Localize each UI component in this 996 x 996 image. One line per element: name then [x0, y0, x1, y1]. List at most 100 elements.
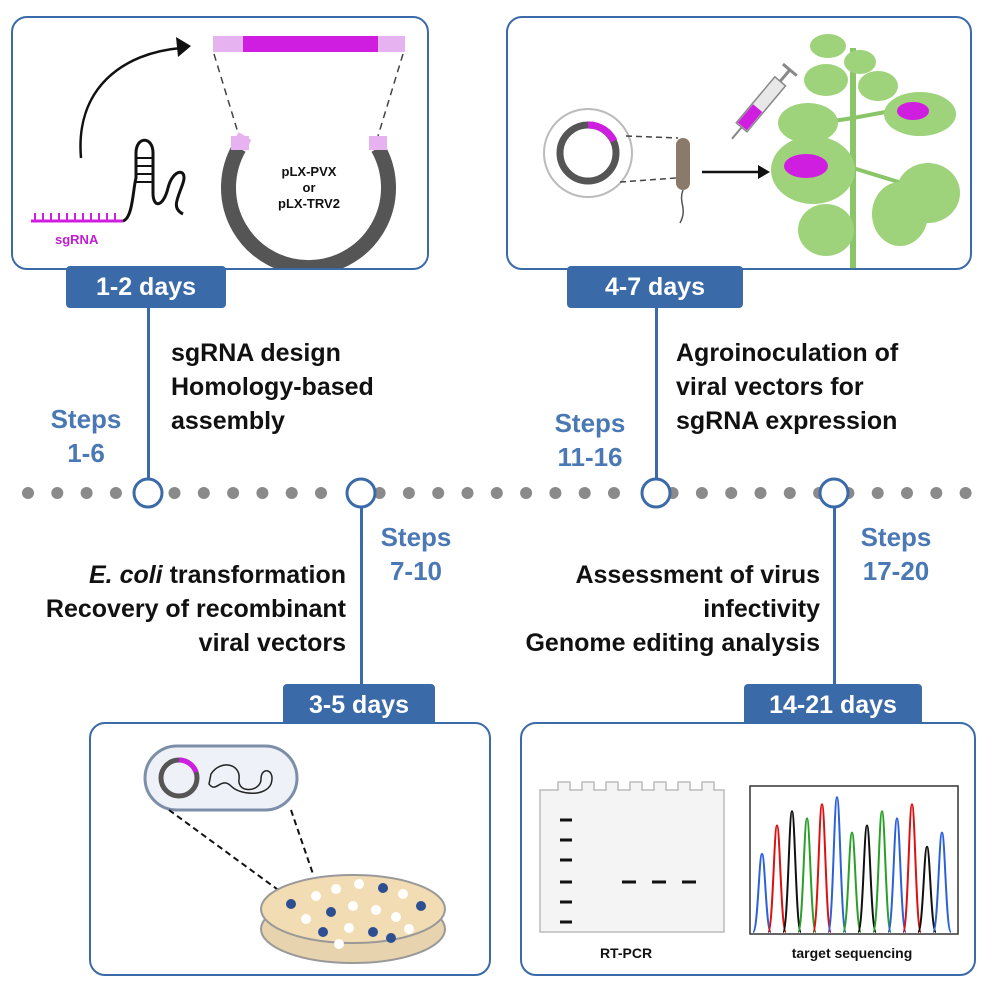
- timeline-dot: [608, 487, 620, 499]
- stage-2-line-1-rest: transformation: [162, 561, 346, 589]
- stage-2-line-2: Recovery of recombinant: [45, 595, 346, 623]
- chromatogram-peak: [752, 852, 772, 933]
- timeline-dot: [402, 487, 415, 499]
- stage-2-steps-label: Steps: [380, 522, 452, 552]
- petri-dish-icon: [260, 874, 446, 964]
- timeline-dots: [22, 487, 972, 499]
- timeline-dot: [490, 487, 503, 499]
- stage-2-description: E. coli transformation Recovery of recom…: [46, 558, 346, 660]
- timeline-dot: [227, 487, 240, 499]
- agroinoculation-illustration: [543, 34, 960, 268]
- curved-arrow-icon: [79, 46, 182, 159]
- chromatogram-peak: [767, 824, 787, 933]
- panel-analysis: RT-PCR target sequencing: [520, 722, 976, 976]
- stage-3-description: Agroinoculation of viral vectors for sgR…: [676, 336, 898, 438]
- stage-1-description: sgRNA design Homology-based assembly: [171, 336, 374, 438]
- chromatogram-peak: [902, 803, 922, 933]
- timeline-dot: [930, 487, 943, 499]
- days-tab-4: 14-21 days: [744, 684, 922, 726]
- stage-4-steps-range: 17-20: [862, 556, 930, 586]
- timeline-dot: [285, 487, 298, 499]
- timeline-marker-3: [640, 477, 672, 509]
- timeline-dot: [432, 487, 445, 499]
- stage-1-steps: Steps 1-6: [36, 402, 136, 470]
- syringe-icon: [731, 62, 798, 140]
- vector-label-3: pLX-TRV2: [278, 196, 340, 211]
- connector-2: [360, 507, 363, 685]
- stage-2-steps: Steps 7-10: [366, 520, 466, 588]
- timeline-dot: [959, 487, 972, 499]
- vector-label-2: or: [303, 180, 316, 195]
- timeline-dot: [783, 487, 796, 499]
- plasmid-vector-icon: [221, 144, 396, 268]
- timeline-dot: [578, 487, 591, 499]
- timeline-dot: [315, 487, 327, 499]
- connector-4: [833, 507, 836, 685]
- timeline-dot: [901, 487, 913, 499]
- timeline-dot: [197, 487, 210, 499]
- stage-4-steps-label: Steps: [860, 522, 932, 552]
- panel-ecoli: [89, 722, 491, 976]
- stage-3-steps-label: Steps: [554, 408, 626, 438]
- stage-4-line-1: Assessment of virus: [575, 561, 820, 589]
- timeline-dot: [22, 487, 34, 499]
- timeline-dot: [256, 487, 269, 499]
- gel-ladder: [560, 818, 572, 924]
- sgrna-label: sgRNA: [55, 232, 99, 247]
- chromatogram-peaks: [752, 796, 952, 933]
- timeline-marker-1: [132, 477, 164, 509]
- timeline-dot: [80, 487, 93, 499]
- chromatogram-peak: [782, 810, 802, 933]
- stage-1-line-2: Homology-based: [171, 373, 374, 401]
- analysis-illustration: RT-PCR target sequencing: [539, 781, 959, 961]
- stage-1-line-1: sgRNA design: [171, 339, 341, 367]
- timeline-dot: [695, 487, 708, 499]
- chromatogram-peak: [887, 817, 907, 933]
- stage-2-line-1: E. coli transformation: [46, 558, 346, 592]
- stage-3-steps-range: 11-16: [557, 442, 623, 472]
- gel-icon: [539, 781, 725, 933]
- timeline-dot: [754, 487, 767, 499]
- vector-label-1: pLX-PVX: [282, 164, 337, 179]
- gel-label: RT-PCR: [600, 945, 652, 961]
- chromatogram-peak: [827, 796, 847, 933]
- timeline-dot: [520, 487, 533, 499]
- stage-2-steps-range: 7-10: [389, 556, 443, 586]
- chromatogram-peak: [857, 824, 877, 933]
- days-tab-1: 1-2 days: [66, 266, 226, 308]
- sgrna-teeth: [34, 213, 116, 221]
- ecoli-illustration: [143, 744, 446, 964]
- days-tab-2: 3-5 days: [283, 684, 435, 726]
- chromatogram-peak: [797, 817, 817, 933]
- timeline-marker-2: [345, 477, 377, 509]
- stage-1-steps-label: Steps: [50, 404, 122, 434]
- stage-4-description: Assessment of virus infectivity Genome e…: [525, 558, 820, 660]
- bacterium-cell-icon: [143, 744, 299, 812]
- agrobacterium-icon: [676, 138, 690, 190]
- panel-sgrna-design: pLX-PVX or pLX-TRV2 sgRNA: [11, 16, 429, 270]
- plant-icon: [771, 34, 960, 268]
- sgrna-scaffold-icon: [122, 138, 186, 223]
- timeline-dot: [725, 487, 738, 499]
- stage-4-line-3: Genome editing analysis: [525, 629, 820, 657]
- stage-3-line-2: viral vectors for: [676, 373, 864, 401]
- chromatogram-peak: [812, 803, 832, 933]
- stage-3-line-1: Agroinoculation of: [676, 339, 899, 367]
- chromatogram-peak: [917, 845, 937, 933]
- chromatogram-peak: [872, 810, 892, 933]
- stage-3-line-3: sgRNA expression: [676, 407, 898, 435]
- chromatogram-peak: [842, 831, 862, 933]
- stage-2-line-3: viral vectors: [198, 629, 346, 657]
- sgrna-assembly-illustration: pLX-PVX or pLX-TRV2 sgRNA: [31, 36, 405, 268]
- timeline-dot: [109, 487, 122, 499]
- arrow-icon: [758, 165, 770, 179]
- timeline-dot: [51, 487, 64, 499]
- timeline-marker-4: [818, 477, 850, 509]
- infiltrated-spot: [784, 154, 828, 178]
- stage-1-steps-range: 1-6: [67, 438, 105, 468]
- bacterial-chromosome: [208, 764, 273, 794]
- infiltrated-spot: [897, 102, 929, 120]
- timeline-dot: [871, 487, 884, 499]
- connector-1: [147, 306, 150, 479]
